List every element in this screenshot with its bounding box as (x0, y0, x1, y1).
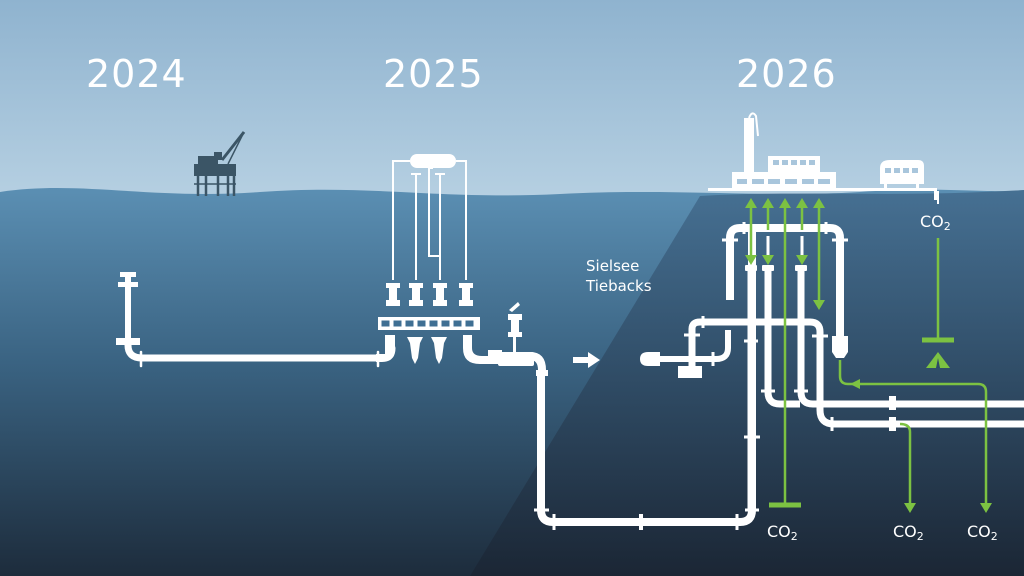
flow-arrowheads (745, 198, 992, 513)
co2-label-bottom-3: CO2 (967, 522, 998, 543)
co2-text: CO (920, 212, 944, 231)
deep-sea-shade (470, 190, 1024, 576)
year-2024-label: 2024 (86, 52, 187, 96)
sky (0, 0, 1024, 200)
oil-rig-icon (194, 131, 246, 196)
tiebacks-label-line2: Tiebacks (586, 277, 652, 295)
storage-tent-icon (926, 352, 950, 368)
co2-label-bottom-2: CO2 (893, 522, 924, 543)
co2-label-platform: CO2 (920, 212, 951, 233)
tiebacks-label: Sielsee Tiebacks (586, 256, 652, 296)
subsea-manifold-icon (376, 154, 548, 376)
tiebacks-label-line1: Sielsee (586, 257, 640, 275)
arrow-right-icon (573, 352, 600, 368)
year-2025-label: 2025 (383, 52, 484, 96)
co2-text: CO (767, 522, 791, 541)
year-2026-label: 2026 (736, 52, 837, 96)
co2-text: CO (967, 522, 991, 541)
co2-subscript: 2 (943, 220, 951, 233)
co2-subscript: 2 (990, 530, 998, 543)
co2-label-bottom-1: CO2 (767, 522, 798, 543)
co2-text: CO (893, 522, 917, 541)
co2-subscript: 2 (916, 530, 924, 543)
co2-subscript: 2 (790, 530, 798, 543)
processing-platform-icon (708, 112, 937, 200)
